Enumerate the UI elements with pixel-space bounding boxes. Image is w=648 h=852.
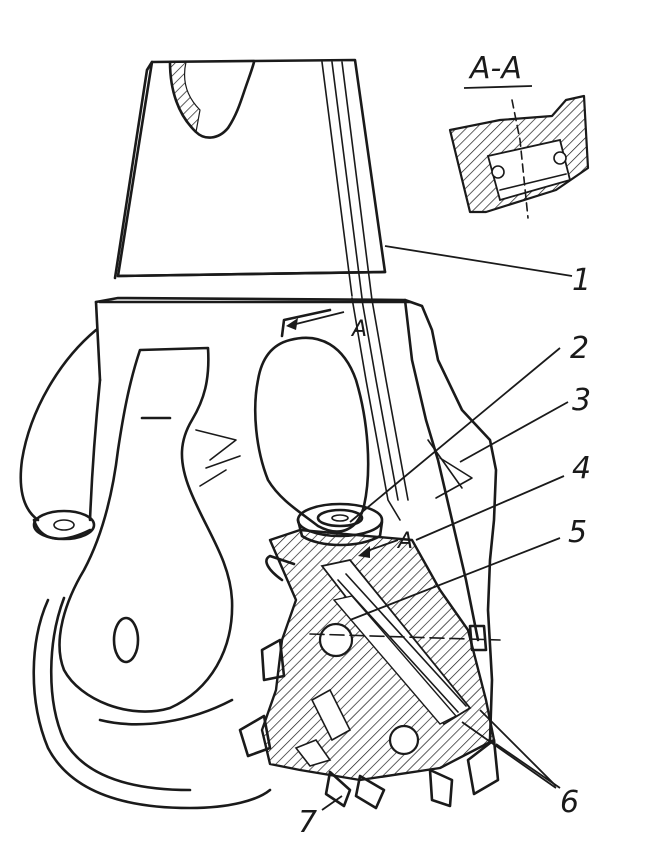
section-title: A-A [468, 51, 522, 86]
callout-5: 5 [568, 515, 587, 550]
section-a-a-inset: A-A [448, 51, 590, 219]
cone-section [260, 528, 501, 782]
leader-lines [321, 245, 573, 811]
right-facets [427, 439, 473, 499]
bit-body [94, 296, 498, 742]
center-pocket [253, 308, 370, 533]
callout-2: 2 [570, 331, 589, 366]
callout-7: 7 [298, 805, 317, 840]
callout-6: 6 [560, 785, 579, 820]
callout-4: 4 [572, 451, 591, 486]
left-journal [19, 328, 102, 541]
bit-shank [113, 58, 387, 301]
section-mark-lower: A [396, 529, 413, 554]
section-marks: A A [286, 311, 413, 558]
callout-1: 1 [572, 263, 591, 298]
cone-teeth [238, 554, 500, 810]
left-leg [58, 346, 241, 713]
left-cone [32, 596, 272, 810]
callout-labels: 1 2 3 4 5 6 7 [298, 263, 591, 840]
shank-breakout [168, 60, 256, 139]
section-mark-upper: A [350, 317, 367, 342]
callout-3: 3 [572, 383, 591, 418]
